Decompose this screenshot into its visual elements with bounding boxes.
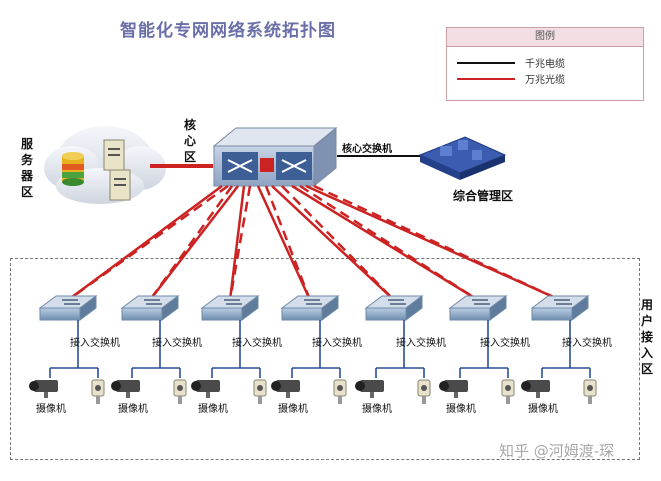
access-switches <box>38 295 590 321</box>
legend-copper-line <box>457 62 515 64</box>
access-switch-icon <box>364 295 424 321</box>
access-switch-label: 接入交换机 <box>232 338 282 349</box>
box-camera-icon <box>439 380 468 398</box>
core-switch-label: 核心交换机 <box>342 144 392 155</box>
copper-link <box>211 320 261 378</box>
copper-link <box>49 320 99 378</box>
access-switch-icon <box>280 295 340 321</box>
access-switch-label: 接入交换机 <box>70 338 120 349</box>
camera-label: 摄像机 <box>278 404 308 415</box>
camera-label: 摄像机 <box>528 404 558 415</box>
bullet-camera-icon <box>501 379 515 404</box>
user-access-zone-border <box>10 258 640 460</box>
database-icon <box>62 152 84 186</box>
core-switch-icon <box>212 126 338 188</box>
access-switch-label: 接入交换机 <box>312 338 362 349</box>
legend-fiber-line <box>457 78 515 80</box>
access-switch-icon <box>530 295 590 321</box>
legend-fiber-label: 万兆光缆 <box>525 75 565 86</box>
management-zone-label: 综合管理区 <box>453 189 514 203</box>
bullet-camera-icon <box>417 379 431 404</box>
access-switch-icon <box>448 295 508 321</box>
camera-label: 摄像机 <box>36 404 66 415</box>
copper-link <box>459 320 509 378</box>
access-switch-icon <box>200 295 260 321</box>
legend-box: 图例 千兆电缆 万兆光缆 <box>446 27 644 101</box>
camera-label: 摄像机 <box>362 404 392 415</box>
camera-label: 摄像机 <box>198 404 228 415</box>
legend-copper-label: 千兆电缆 <box>525 59 565 70</box>
watermark: 知乎 @河姆渡-琛 <box>499 442 615 460</box>
copper-link <box>291 320 341 378</box>
server-icon <box>103 139 131 201</box>
diagram-title: 智能化专网网络系统拓扑图 <box>120 21 336 41</box>
access-switch-icon <box>120 295 180 321</box>
access-switch-label: 接入交换机 <box>396 338 446 349</box>
access-switch-label: 接入交换机 <box>562 338 612 349</box>
bullet-camera-icon <box>173 379 187 404</box>
box-camera-icon <box>111 380 140 398</box>
bullet-camera-icon <box>333 379 347 404</box>
camera-label: 摄像机 <box>118 404 148 415</box>
core-zone-label: 核心区 <box>183 118 196 164</box>
box-camera-icon <box>29 380 58 398</box>
fiber-links <box>67 184 561 302</box>
bullet-camera-icon <box>91 379 105 404</box>
copper-link <box>131 320 181 378</box>
user-access-zone-label: 用户接入区 <box>640 298 653 376</box>
copper-link <box>541 320 591 378</box>
access-switch-icon <box>38 295 98 321</box>
box-camera-icon <box>521 380 550 398</box>
bullet-camera-icon <box>253 379 267 404</box>
camera-label: 摄像机 <box>446 404 476 415</box>
legend-title: 图例 <box>447 28 643 47</box>
access-switch-label: 接入交换机 <box>480 338 530 349</box>
box-camera-icon <box>191 380 220 398</box>
bullet-camera-icon <box>583 379 597 404</box>
management-zone-icon <box>418 136 507 180</box>
access-switch-label: 接入交换机 <box>152 338 202 349</box>
cameras <box>29 320 597 404</box>
copper-link <box>375 320 425 378</box>
box-camera-icon <box>271 380 300 398</box>
server-zone-label: 服务器区 <box>20 137 33 199</box>
box-camera-icon <box>355 380 384 398</box>
